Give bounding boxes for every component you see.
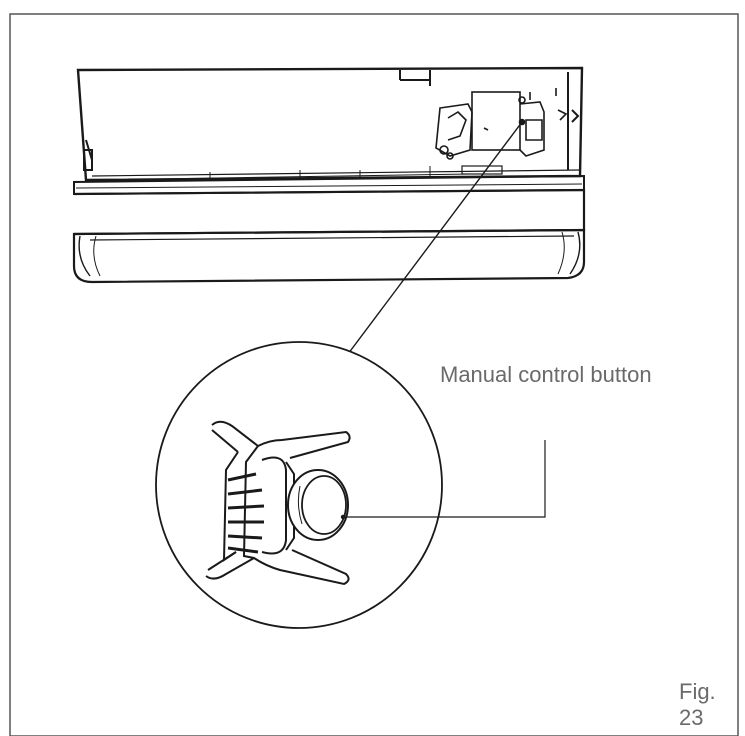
- indoor-unit-icon: [72, 66, 586, 284]
- leader-line: [329, 121, 523, 379]
- callout-label: Manual control button: [440, 362, 652, 387]
- page-border: [9, 13, 739, 736]
- figure-caption: Fig. 23: [679, 679, 716, 730]
- callout-leader-line: [343, 440, 546, 518]
- control-box: [435, 88, 568, 160]
- manual-control-button-icon[interactable]: [287, 469, 349, 541]
- detail-magnifier-icon: [155, 341, 443, 629]
